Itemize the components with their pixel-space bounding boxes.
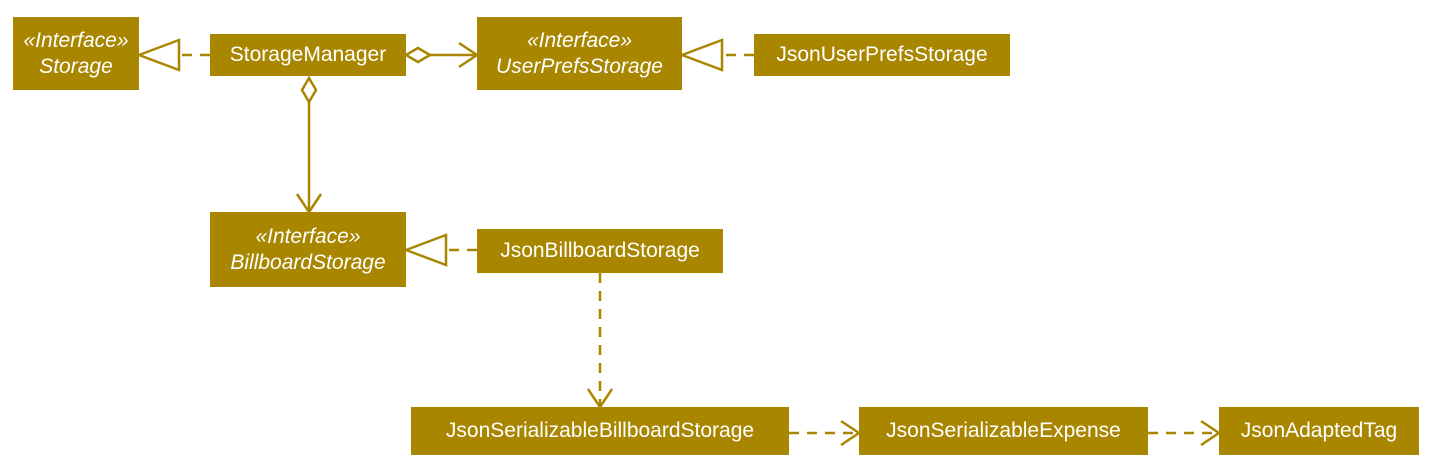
node-jsonuserprefsstorage-class: JsonUserPrefsStorage — [754, 34, 1010, 76]
node-userprefsstorage-name: UserPrefsStorage — [496, 54, 663, 78]
node-storagemanager-class: StorageManager — [210, 34, 406, 76]
node-jsonserializablebillboardstorage-class: JsonSerializableBillboardStorage — [411, 407, 789, 455]
edge-jsonbillboardstorage-billboardstorage-realization — [402, 233, 477, 267]
node-jsonserializableexpense-name: JsonSerializableExpense — [886, 419, 1121, 442]
node-storagemanager-name: StorageManager — [229, 43, 387, 66]
edge-storagemanager-storage-realization — [135, 38, 210, 72]
node-storage-interface: «Interface» Storage — [13, 17, 139, 90]
edge-jsonserializablebillboardstorage-jsonserializableexpense-dependency — [789, 419, 862, 447]
edge-jsonuserprefsstorage-userprefsstorage-realization — [678, 38, 754, 72]
edge-storagemanager-billboardstorage-aggregation — [295, 75, 323, 215]
node-jsonserializablebillboardstorage-name: JsonSerializableBillboardStorage — [445, 419, 755, 442]
node-storage-name: Storage — [39, 54, 113, 78]
edge-storagemanager-userprefsstorage-aggregation — [403, 41, 480, 69]
node-jsonuserprefsstorage-name: JsonUserPrefsStorage — [776, 43, 988, 66]
node-jsonserializableexpense-class: JsonSerializableExpense — [859, 407, 1148, 455]
node-userprefsstorage-interface: «Interface» UserPrefsStorage — [477, 17, 682, 90]
node-billboardstorage-name: BillboardStorage — [230, 250, 386, 274]
node-jsonbillboardstorage-name: JsonBillboardStorage — [500, 239, 700, 262]
edge-jsonserializableexpense-jsonadaptedtag-dependency — [1148, 419, 1222, 447]
node-billboardstorage-interface: «Interface» BillboardStorage — [210, 212, 406, 287]
node-jsonadaptedtag-class: JsonAdaptedTag — [1219, 407, 1419, 455]
node-billboardstorage-stereotype: «Interface» — [255, 224, 361, 248]
edge-jsonbillboardstorage-jsonserializablebillboardstorage-dependency — [586, 273, 614, 410]
node-userprefsstorage-stereotype: «Interface» — [526, 28, 633, 52]
node-jsonbillboardstorage-class: JsonBillboardStorage — [477, 229, 723, 273]
node-jsonadaptedtag-name: JsonAdaptedTag — [1240, 419, 1398, 442]
node-storage-stereotype: «Interface» — [23, 28, 129, 52]
